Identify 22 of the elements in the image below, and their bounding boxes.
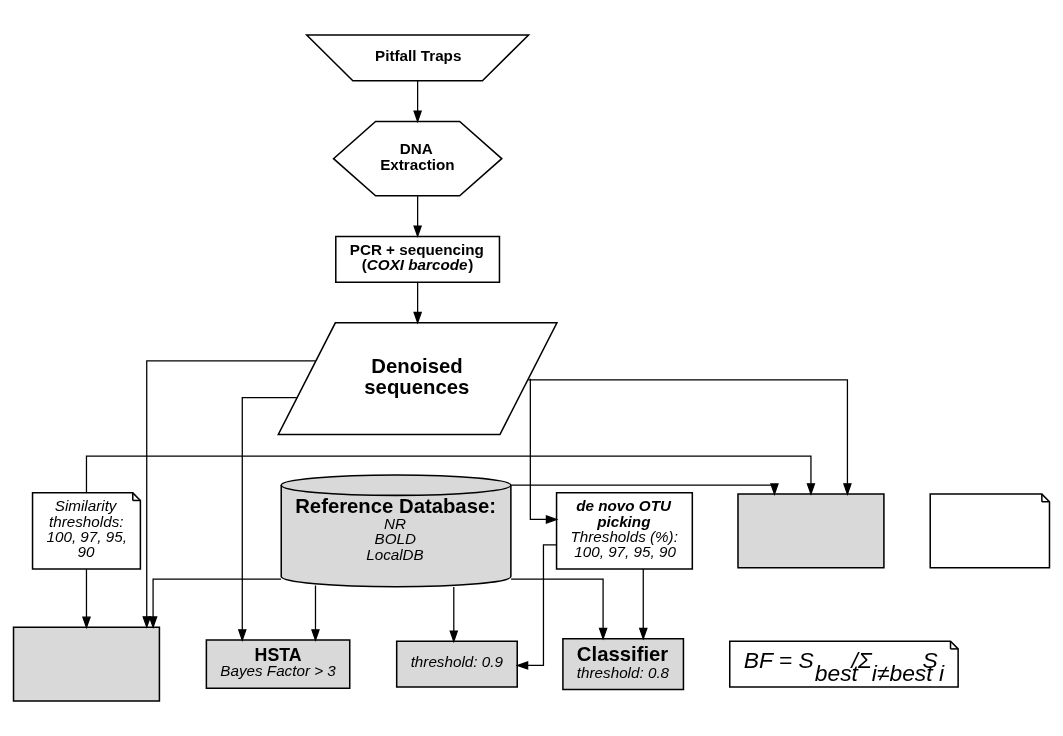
node-box: threshold: 0.9 <box>395 640 518 688</box>
arrow <box>413 281 423 325</box>
arrow <box>413 80 423 124</box>
arrow <box>82 568 91 630</box>
arrow <box>449 586 459 644</box>
arrow <box>148 578 282 629</box>
arrow <box>510 483 779 496</box>
node-box: HSTA Bayes Factor > 3 <box>205 639 351 689</box>
arrow <box>510 578 608 641</box>
arrow <box>527 379 852 496</box>
arrow <box>529 378 559 524</box>
arrow <box>237 397 298 642</box>
arrow <box>142 360 317 629</box>
node-box: PCR + sequencing (COXI barcode) <box>335 235 501 283</box>
node-box: de novo OTU picking Thresholds (%): 100, 97, 95, 90 <box>555 492 694 570</box>
arrow <box>311 584 320 642</box>
node-box: Classifier threshold: 0.8 <box>562 638 685 691</box>
arrow <box>413 195 423 239</box>
arrow <box>638 568 648 641</box>
node-box <box>12 626 161 702</box>
arrow <box>85 455 816 496</box>
node-box <box>737 493 885 569</box>
